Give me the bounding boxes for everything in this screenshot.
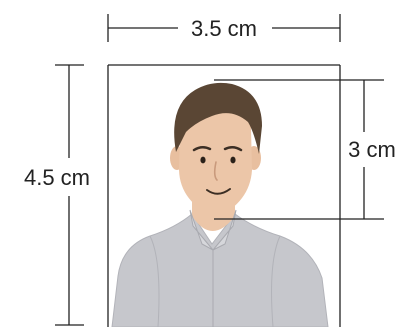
head-label: 3 cm — [348, 137, 396, 162]
shirt — [112, 214, 328, 327]
person-portrait — [112, 83, 328, 327]
width-dimension: 3.5 cm — [108, 14, 340, 42]
right-eye — [230, 157, 235, 164]
height-label: 4.5 cm — [24, 165, 90, 190]
left-eye — [200, 157, 205, 164]
width-label: 3.5 cm — [191, 16, 257, 41]
height-dimension: 4.5 cm — [24, 65, 90, 325]
